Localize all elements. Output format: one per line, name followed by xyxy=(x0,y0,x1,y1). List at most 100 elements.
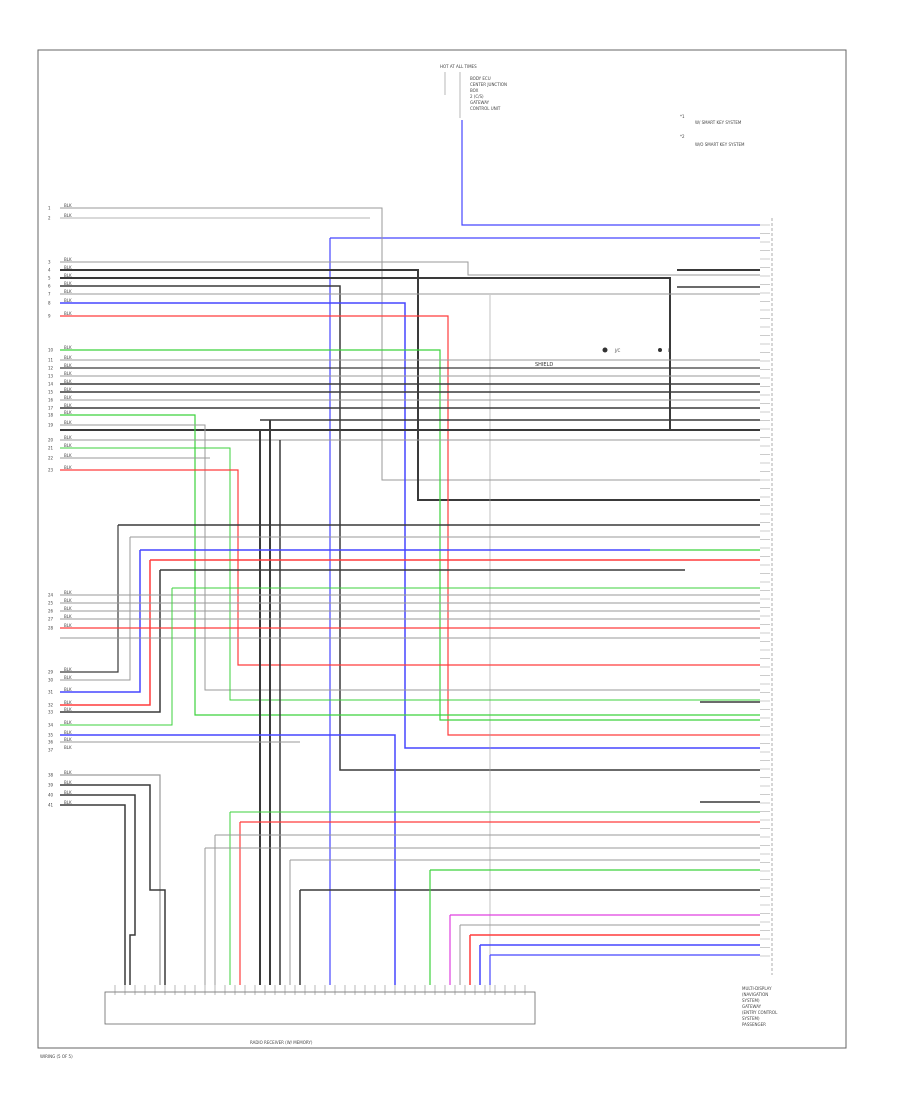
header-line-3: BOX xyxy=(470,88,479,93)
left-wire-color-label: BLK xyxy=(64,465,72,470)
junction-dot-2 xyxy=(658,348,662,352)
left-wire-color-label: BLK xyxy=(64,379,72,384)
center-shield-label: SHIELD J/C B xyxy=(535,347,671,368)
page-number: WIRING (5 OF 5) xyxy=(40,1054,73,1059)
left-pin-number: 12 xyxy=(48,366,54,371)
left-pin-number: 10 xyxy=(48,348,54,353)
header-line-1: BODY ECU xyxy=(470,76,491,81)
left-pin-number: 40 xyxy=(48,793,54,798)
left-wire-color-label: BLK xyxy=(64,675,72,680)
wire-dark-16 xyxy=(60,784,166,985)
left-pin-number: 5 xyxy=(48,276,51,281)
right-pins xyxy=(760,218,773,975)
wire-gray-1 xyxy=(60,207,760,481)
left-wire-color-label: BLK xyxy=(64,435,72,440)
left-wire-color-label: BLK xyxy=(64,420,72,425)
left-pin-number: 39 xyxy=(48,783,54,788)
left-pin-number: 25 xyxy=(48,601,54,606)
left-pin-number: 32 xyxy=(48,703,54,708)
header-title: HOT AT ALL TIMES xyxy=(440,64,477,69)
left-wire-color-label: BLK xyxy=(64,311,72,316)
left-pin-number: 27 xyxy=(48,617,54,622)
left-pin-number: 19 xyxy=(48,423,54,428)
left-wire-color-label: BLK xyxy=(64,345,72,350)
left-pin-number: 34 xyxy=(48,723,54,728)
wire-gray-3 xyxy=(60,261,760,276)
left-wire-color-label: BLK xyxy=(64,371,72,376)
header-line-2: CENTER JUNCTION xyxy=(470,82,507,87)
left-wire-color-label: BLK xyxy=(64,410,72,415)
left-wire-color-label: BLK xyxy=(64,289,72,294)
left-pin-number: 8 xyxy=(48,301,51,306)
wire-dark-18 xyxy=(60,804,126,985)
left-wire-color-label: BLK xyxy=(64,213,72,218)
junction-dot-1 xyxy=(602,347,608,353)
junction-label-1: J/C xyxy=(614,348,621,353)
left-pin-number: 38 xyxy=(48,773,54,778)
left-pin-number: 1 xyxy=(48,206,51,211)
bottom-connector: RADIO RECEIVER (W/ MEMORY) xyxy=(104,985,536,1045)
wire-dark-15 xyxy=(60,570,161,713)
wire-blue-top-feed xyxy=(461,120,760,226)
left-pin-number: 13 xyxy=(48,374,54,379)
left-pin-number: 26 xyxy=(48,609,54,614)
shield-label: SHIELD xyxy=(535,362,553,368)
right-label-6: SYSTEM) xyxy=(742,1016,760,1021)
left-pin-number: 30 xyxy=(48,678,54,683)
right-label-4: GATEWAY xyxy=(742,1004,762,1009)
left-wire-color-label: BLK xyxy=(64,395,72,400)
legend-marker-1: *1 xyxy=(680,114,685,119)
wire-green-3 xyxy=(60,447,760,701)
left-pin-number: 18 xyxy=(48,413,54,418)
wire-gray-8 xyxy=(60,424,760,691)
left-pin-number: 6 xyxy=(48,284,51,289)
left-wire-color-label: BLK xyxy=(64,770,72,775)
wires xyxy=(60,120,760,1000)
left-pin-number: 31 xyxy=(48,690,54,695)
wire-green-6 xyxy=(60,588,173,726)
left-wire-color-label: BLK xyxy=(64,281,72,286)
left-wire-color-label: BLK xyxy=(64,606,72,611)
left-wire-color-label: BLK xyxy=(64,598,72,603)
header-line-4: 2 (C/S) xyxy=(470,94,484,99)
left-wire-color-label: BLK xyxy=(64,667,72,672)
left-pin-number: 11 xyxy=(48,358,54,363)
wire-red-2 xyxy=(60,469,760,666)
left-wire-color-label: BLK xyxy=(64,730,72,735)
right-label-2: (NAVIGATION xyxy=(742,992,768,997)
left-pin-number: 24 xyxy=(48,593,54,598)
right-label-7: PASSENGER xyxy=(742,1022,766,1027)
legend: *1 W/ SMART KEY SYSTEM *2 W/O SMART KEY … xyxy=(680,114,745,147)
right-label-5: (ENTRY CONTROL xyxy=(742,1010,778,1015)
left-pin-number: 37 xyxy=(48,748,54,753)
left-pin-number: 15 xyxy=(48,390,54,395)
wire-green-1 xyxy=(60,349,760,721)
left-wire-color-label: BLK xyxy=(64,355,72,360)
left-pin-number: 14 xyxy=(48,382,54,387)
wire-dark-13 xyxy=(60,525,119,673)
left-pin-number: 3 xyxy=(48,260,51,265)
left-wire-color-label: BLK xyxy=(64,687,72,692)
wire-gray-12 xyxy=(60,537,131,681)
left-pin-number: 21 xyxy=(48,446,54,451)
left-pin-number: 20 xyxy=(48,438,54,443)
wire-green-2 xyxy=(60,414,760,716)
left-wire-color-label: BLK xyxy=(64,257,72,262)
wire-dark-3 xyxy=(60,285,760,771)
header-line-6: CONTROL UNIT xyxy=(470,106,501,111)
left-wire-color-label: BLK xyxy=(64,614,72,619)
left-pin-number: 22 xyxy=(48,456,54,461)
left-wire-color-label: BLK xyxy=(64,707,72,712)
right-component-label: MULTI-DISPLAY (NAVIGATION SYSTEM) GATEWA… xyxy=(742,986,778,1027)
bottom-connector-label: RADIO RECEIVER (W/ MEMORY) xyxy=(250,1040,313,1045)
left-pin-number: 7 xyxy=(48,292,51,297)
left-wire-color-label: BLK xyxy=(64,443,72,448)
left-wire-color-label: BLK xyxy=(64,298,72,303)
wire-red-4 xyxy=(60,560,151,706)
left-wire-color-label: BLK xyxy=(64,273,72,278)
left-pin-number: 41 xyxy=(48,803,54,808)
junction-label-2: B xyxy=(668,348,671,353)
left-wire-color-label: BLK xyxy=(64,363,72,368)
